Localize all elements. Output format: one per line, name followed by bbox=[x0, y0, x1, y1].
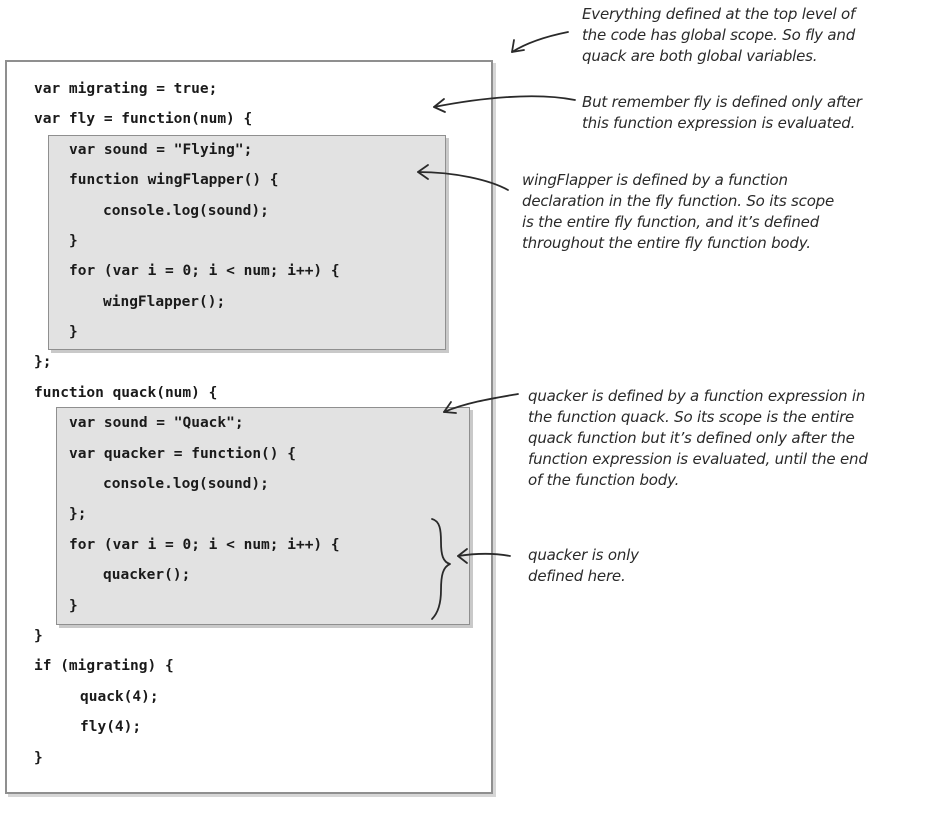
code-line: quack(4); bbox=[80, 689, 159, 705]
code-line: } bbox=[69, 233, 78, 249]
note-quacker-here: quacker is only defined here. bbox=[528, 546, 639, 585]
code-line: var fly = function(num) { bbox=[34, 111, 253, 127]
note-wingflapper: wingFlapper is defined by a function dec… bbox=[522, 171, 835, 252]
code-line: function quack(num) { bbox=[34, 385, 218, 401]
code-line: var quacker = function() { bbox=[69, 446, 296, 462]
code-line: for (var i = 0; i < num; i++) { bbox=[69, 537, 340, 553]
arrow-global-scope bbox=[511, 31, 569, 53]
code-line: console.log(sound); bbox=[103, 203, 269, 219]
note-fly-defined: But remember fly is defined only after t… bbox=[582, 93, 862, 132]
code-line: fly(4); bbox=[80, 719, 142, 735]
arrow-quacker-here bbox=[457, 548, 511, 564]
arrow-wingflapper bbox=[417, 164, 509, 191]
note-global-scope: Everything defined at the top level of t… bbox=[582, 5, 856, 65]
code-line: var sound = "Quack"; bbox=[69, 415, 244, 431]
code-line: for (var i = 0; i < num; i++) { bbox=[69, 263, 340, 279]
code-line: } bbox=[34, 628, 43, 644]
note-quacker-scope: quacker is defined by a function express… bbox=[528, 387, 868, 489]
code-line: quacker(); bbox=[103, 567, 191, 583]
code-line: }; bbox=[69, 506, 87, 522]
arrow-quacker-scope bbox=[443, 393, 519, 414]
code-line: }; bbox=[34, 354, 52, 370]
quack-function-scope-box bbox=[56, 407, 470, 625]
fly-function-scope-box bbox=[48, 135, 446, 350]
code-line: } bbox=[34, 750, 43, 766]
code-line: wingFlapper(); bbox=[103, 294, 226, 310]
code-line: var migrating = true; bbox=[34, 81, 218, 97]
code-line: if (migrating) { bbox=[34, 658, 174, 674]
quacker-brace bbox=[431, 518, 451, 620]
code-line: } bbox=[69, 598, 78, 614]
code-line: } bbox=[69, 324, 78, 340]
code-line: console.log(sound); bbox=[103, 476, 269, 492]
code-line: function wingFlapper() { bbox=[69, 172, 279, 188]
arrow-fly-defined bbox=[433, 95, 576, 113]
code-line: var sound = "Flying"; bbox=[69, 142, 253, 158]
